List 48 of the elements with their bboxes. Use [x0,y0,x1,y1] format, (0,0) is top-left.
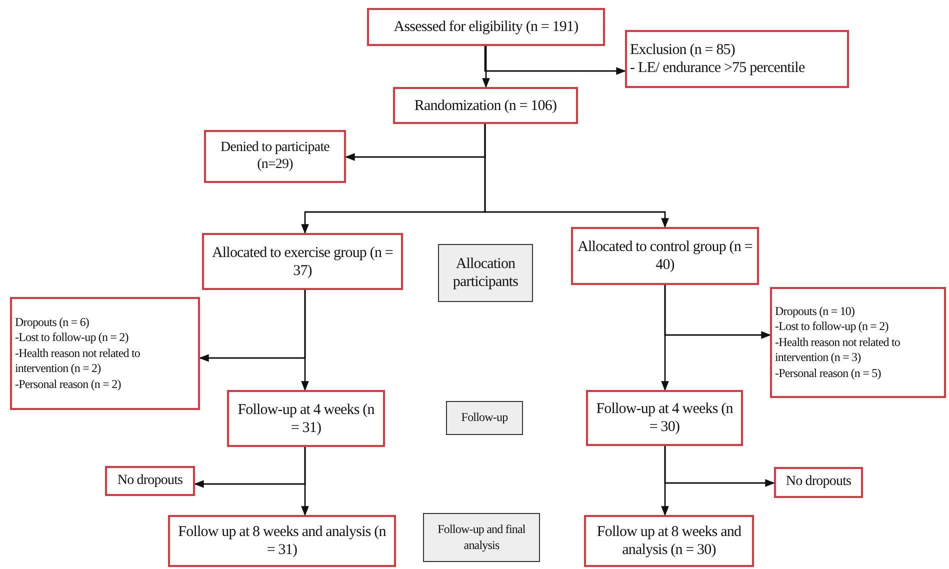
arrow [484,46,626,75]
list-item: -Health reason not related to intervention (n = 2) [15,346,142,377]
process-box [571,227,759,285]
process-box [770,287,946,398]
process-box [584,515,754,567]
list-item: -Lost to follow-up (n = 2) [775,319,890,335]
arrow [661,446,669,516]
arrow [482,46,490,88]
arrow [301,290,309,391]
box-text: Assessed for eligibility (n = 191) [392,18,580,36]
box-text: Allocation participants [452,255,520,291]
list-item: -Lost to follow-up (n = 2) [15,330,130,346]
stage-label-box [446,401,523,435]
process-box [586,390,743,446]
box-text: Allocated to control group (n = 40) [576,238,754,274]
process-box [367,8,605,46]
list-item: -Personal reason (n = 2) [15,376,122,392]
process-box [204,130,346,183]
box-text: Allocated to exercise group (n = 37) [210,244,394,280]
arrow [301,447,309,516]
box-heading: Dropouts (n = 6) [15,314,90,330]
process-box [625,30,849,88]
box-text: Follow up at 8 weeks and analysis (n = 31) [177,523,387,559]
box-text: Denied to participate (n=29) [220,140,330,174]
process-box [227,390,385,447]
box-text: Randomization (n = 106) [413,96,558,114]
list-item: - LE/ endurance >75 percentile [630,59,806,77]
box-text: Follow up at 8 weeks and analysis (n = 30) [596,523,742,559]
box-text: No dropouts [784,474,852,491]
box-text: Follow-up at 4 weeks (n = 30) [595,400,734,436]
box-text: Follow-up at 4 weeks (n = 31) [236,400,376,436]
box-heading: Exclusion (n = 85) [630,41,736,59]
process-box [168,515,396,567]
process-box [10,297,200,410]
list-item: -Personal reason (n = 5) [775,366,882,382]
box-text: No dropouts [116,472,184,490]
process-box [105,466,195,496]
stage-label-box [423,513,540,562]
stage-label-box [438,244,533,302]
list-item: -Health reason not related to intervention (n = 3) [775,334,902,366]
box-heading: Dropouts (n = 10) [775,304,856,320]
process-box [774,467,863,498]
arrow [484,124,669,228]
box-text: Follow-up and final analysis [436,522,526,554]
box-text: Follow-up [460,410,509,426]
process-box [393,87,578,124]
process-box [202,233,403,290]
arrow [661,285,669,391]
